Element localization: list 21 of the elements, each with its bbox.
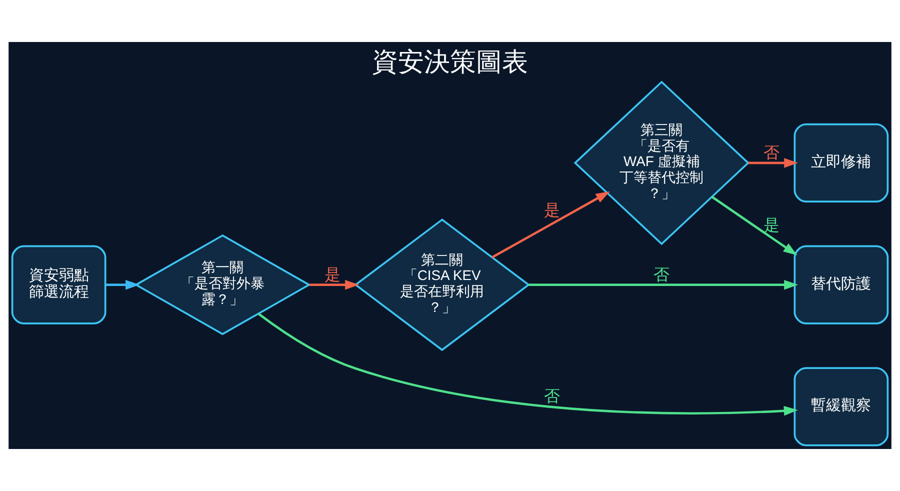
arrow — [106, 280, 140, 290]
edge-label: 否 — [654, 266, 670, 284]
arrow — [309, 280, 360, 290]
node-box: 替代防護 — [794, 245, 889, 324]
node-diamond: 第一關 「是否對外暴露？」 — [134, 234, 311, 336]
node-diamond: 第二關 「CISA KEV 是否在野利用？」 — [354, 218, 530, 352]
arrow — [492, 191, 610, 258]
diagram-title: 資安決策圖表 — [372, 46, 528, 76]
edge-label: 是 — [544, 202, 560, 220]
arrow — [258, 312, 798, 416]
arrow — [711, 196, 798, 256]
node-box: 暫緩觀察 — [794, 367, 889, 446]
edge-label: 是 — [324, 266, 340, 284]
node-box: 立即修補 — [794, 123, 889, 202]
edge-label: 否 — [763, 144, 780, 162]
node-diamond: 第三關 「是否有 WAF 虛擬補丁等替代控制？」 — [574, 80, 750, 246]
node-box: 資安弱點篩選流程 — [11, 245, 106, 324]
arrow — [748, 158, 798, 168]
arrow — [528, 280, 798, 290]
edge-label: 是 — [763, 217, 780, 234]
edge-label: 否 — [544, 388, 560, 406]
